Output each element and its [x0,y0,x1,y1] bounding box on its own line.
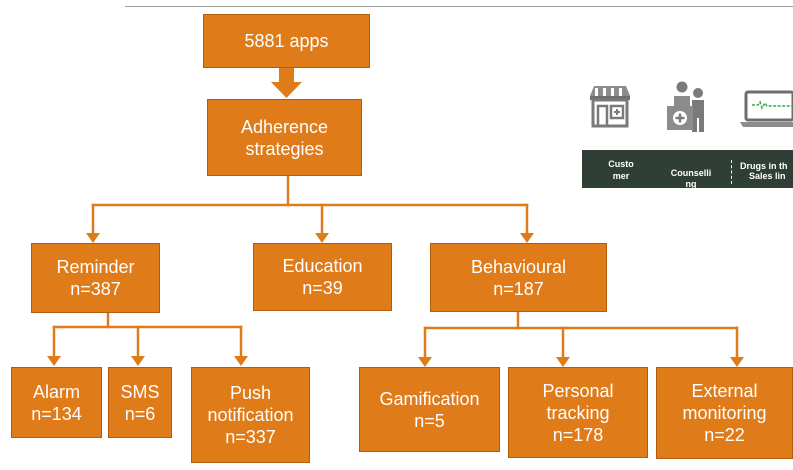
strategies-line1: Adherence [240,116,329,137]
gamification-title: Gamification [379,388,480,409]
sms-count: n=6 [124,403,156,424]
external-monitoring-box: External monitoring n=22 [656,367,793,459]
sms-box: SMS n=6 [108,367,172,438]
push-line2: notification [207,405,294,425]
push-count: n=337 [225,427,276,447]
alarm-box: Alarm n=134 [11,367,102,438]
strip-label-counselling-2: ng [685,179,697,189]
education-box: Education n=39 [253,243,392,311]
external-line1: External [691,381,758,401]
laptop-monitor-icon [740,90,793,127]
push-notification-box: Push notification n=337 [191,367,310,463]
strip-label-counselling-1: Counselli [670,168,712,178]
block-arrow-down [271,68,302,98]
overlay-label-strip [582,150,793,188]
strip-divider [731,160,733,184]
personal-line2: tracking [546,402,610,423]
behavioural-title: Behavioural [470,256,567,277]
root-label: 5881 apps [244,31,329,51]
education-count: n=39 [302,278,343,298]
reminder-title: Reminder [56,257,135,277]
strip-label-drugs-2: Sales lin [749,171,786,181]
reminder-count: n=387 [70,279,121,299]
personal-line1: Personal [542,380,614,401]
root-apps-box: 5881 apps [203,14,370,68]
strip-label-customer-2: mer [612,171,630,181]
behavioural-box: Behavioural n=187 [430,243,607,312]
education-title: Education [282,256,363,276]
external-count: n=22 [704,425,745,445]
personal-tracking-box: Personal tracking n=178 [508,367,648,458]
push-line1: Push [229,383,272,403]
strategies-line2: strategies [245,138,324,159]
top-divider-line [125,6,793,7]
sms-title: SMS [120,381,160,402]
alarm-title: Alarm [32,381,80,402]
pharmacy-store-icon [590,86,630,128]
gamification-count: n=5 [414,410,445,431]
alarm-count: n=134 [31,403,82,424]
strip-label-customer-1: Custo [608,159,634,169]
reminder-box: Reminder n=387 [31,243,160,313]
external-line2: monitoring [682,403,767,423]
pharmacist-counter-icon [667,81,704,132]
adherence-strategies-box: Adherence strategies [207,99,362,176]
behavioural-count: n=187 [493,278,544,299]
gamification-box: Gamification n=5 [359,367,500,452]
personal-count: n=178 [552,424,604,445]
strip-label-drugs-1: Drugs in th [740,161,788,171]
